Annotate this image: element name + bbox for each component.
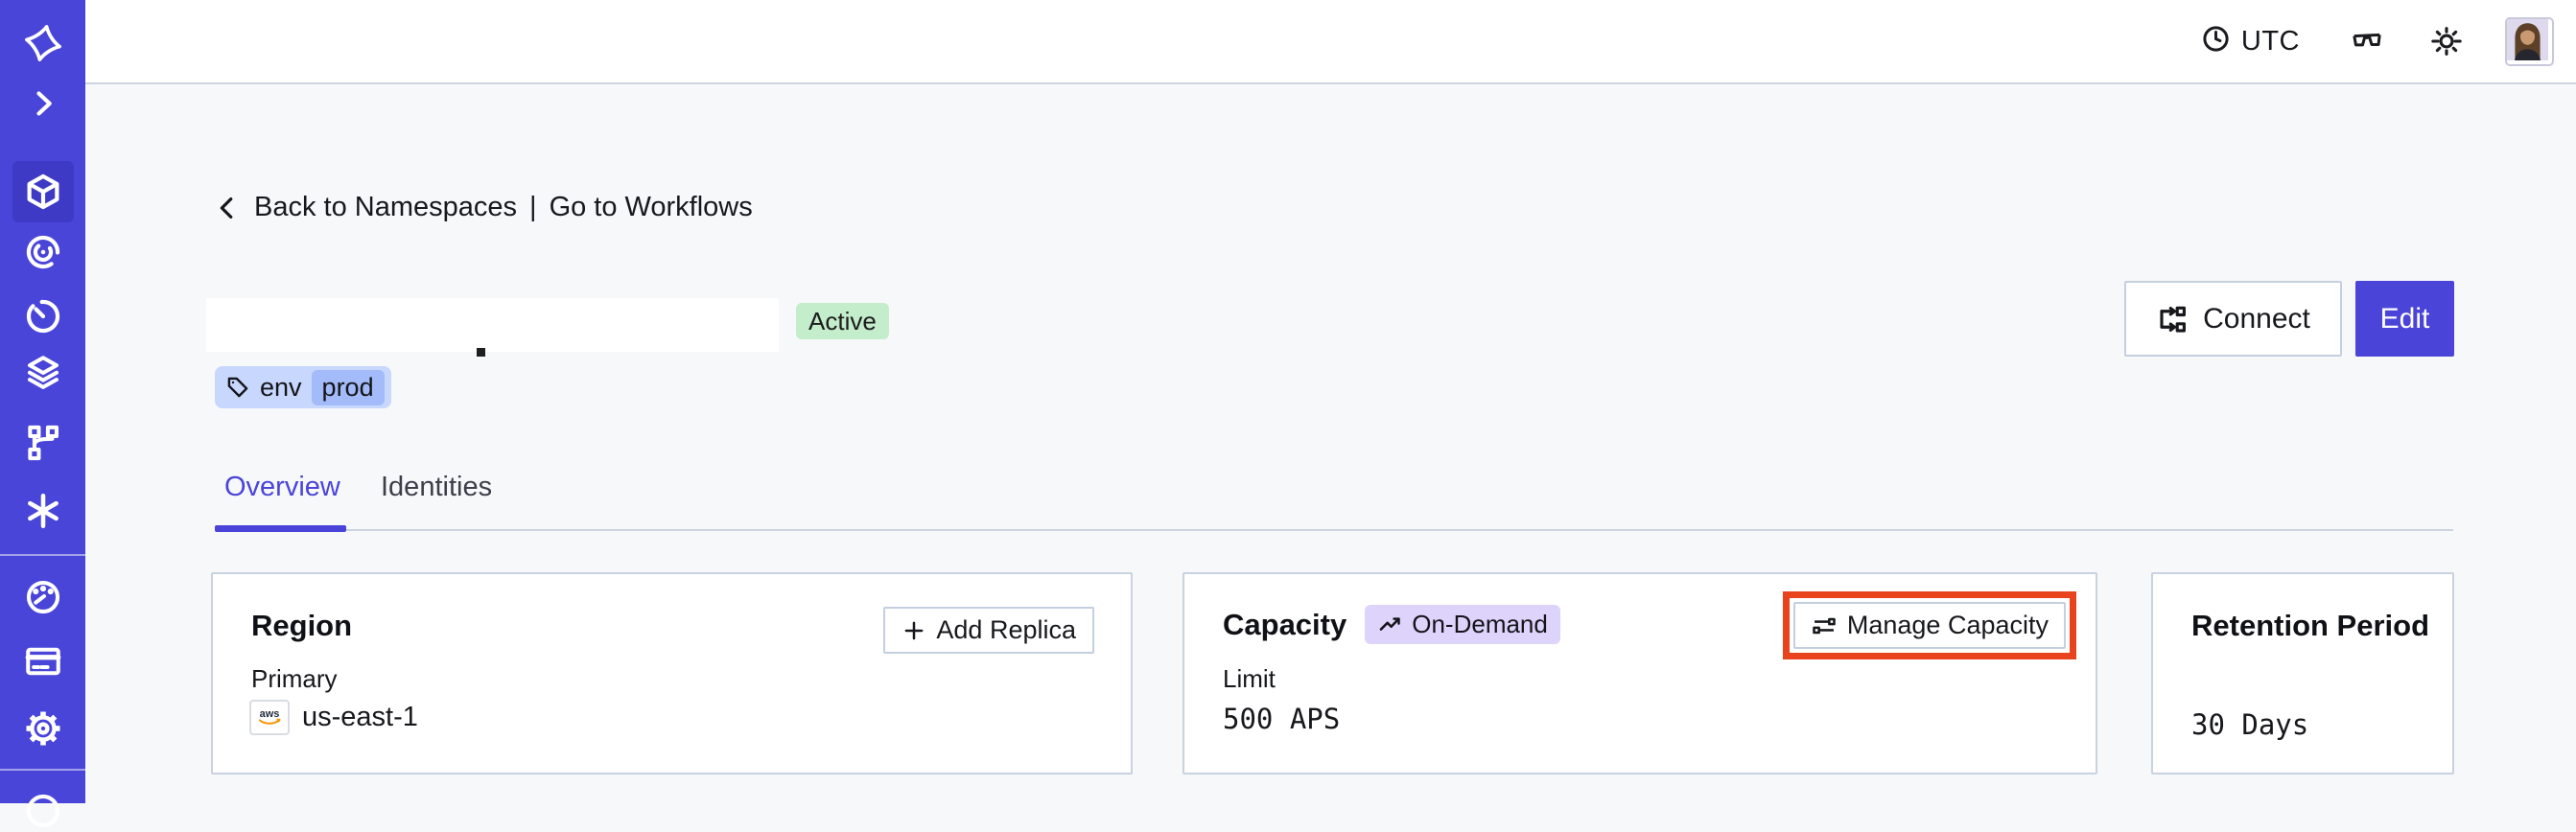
region-card-title: Region — [251, 609, 353, 642]
sidebar-item-usage-gauge-icon[interactable] — [22, 576, 64, 618]
tag-icon — [225, 375, 250, 400]
retention-card: Retention Period 30 Days — [2151, 572, 2454, 774]
plus-icon — [902, 618, 926, 643]
sidebar-item-settings-gear-icon[interactable] — [22, 707, 64, 750]
sidebar-divider — [0, 769, 85, 771]
redaction-artifact-dot — [477, 348, 485, 357]
breadcrumb-separator: | — [529, 192, 537, 222]
main-content: Back to Namespaces | Go to Workflows Act… — [85, 86, 2576, 803]
region-value-row: aws us-east-1 — [249, 700, 418, 735]
connect-flow-icon — [2156, 302, 2190, 336]
capacity-card: Capacity On-Demand — [1183, 572, 2097, 774]
sidebar-item-branch-icon[interactable] — [22, 422, 64, 464]
sidebar-nav — [0, 0, 85, 828]
brightness-icon[interactable] — [2430, 25, 2463, 58]
sidebar-item-asterisk-icon[interactable] — [22, 490, 64, 532]
breadcrumb-back-link[interactable]: Back to Namespaces — [254, 192, 518, 222]
tabs-baseline — [215, 529, 2453, 531]
svg-text:aws: aws — [260, 708, 280, 720]
add-replica-label: Add Replica — [936, 615, 1076, 644]
on-demand-badge: On-Demand — [1365, 605, 1560, 644]
timezone-selector[interactable]: UTC — [2201, 24, 2300, 58]
user-avatar[interactable] — [2505, 16, 2554, 66]
glasses-icon[interactable] — [2350, 24, 2384, 58]
sidebar-expand-chevron-icon[interactable] — [22, 82, 64, 125]
add-replica-button[interactable]: Add Replica — [883, 607, 1094, 654]
sliders-icon — [1811, 612, 1838, 639]
sidebar-item-timer-icon[interactable] — [22, 295, 64, 337]
tag-value-label: prod — [311, 369, 385, 405]
connect-button[interactable]: Connect — [2124, 281, 2342, 357]
back-chevron-icon[interactable] — [213, 194, 242, 222]
breadcrumb: Back to Namespaces | Go to Workflows — [213, 192, 753, 223]
manage-capacity-label: Manage Capacity — [1846, 611, 2049, 639]
retention-value: 30 Days — [2191, 708, 2309, 741]
sidebar-divider — [0, 554, 85, 556]
region-card: Region Add Replica Primary aws us-east-1 — [211, 572, 1133, 774]
sidebar-item-partial-circle-icon[interactable] — [22, 790, 64, 832]
edit-button-label: Edit — [2379, 302, 2430, 335]
sidebar-item-namespaces-cube-icon[interactable] — [22, 171, 64, 213]
breadcrumb-workflows-link[interactable]: Go to Workflows — [549, 192, 753, 222]
aws-logo-icon: aws — [249, 700, 290, 735]
sidebar-item-billing-card-icon[interactable] — [22, 640, 64, 682]
trending-up-icon — [1377, 612, 1403, 637]
topbar: UTC — [85, 0, 2576, 84]
region-field-label: Primary — [251, 664, 338, 693]
clock-icon — [2201, 24, 2231, 58]
retention-card-title: Retention Period — [2191, 609, 2430, 642]
active-tab-underline — [215, 525, 346, 532]
namespace-tag-chip[interactable]: env prod — [215, 366, 391, 408]
region-value: us-east-1 — [302, 702, 418, 732]
timezone-label: UTC — [2240, 25, 2300, 57]
sidebar-item-swirl-icon[interactable] — [22, 231, 64, 273]
capacity-field-label: Limit — [1223, 664, 1276, 693]
namespace-title-redaction — [206, 298, 779, 352]
tab-identities[interactable]: Identities — [381, 472, 493, 502]
red-highlight-annotation: Manage Capacity — [1782, 591, 2076, 659]
capacity-value: 500 APS — [1223, 703, 1341, 735]
tag-key-label: env — [260, 372, 302, 402]
manage-capacity-button[interactable]: Manage Capacity — [1792, 602, 2066, 649]
on-demand-label: On-Demand — [1412, 610, 1548, 638]
sidebar-item-layers-icon[interactable] — [22, 351, 64, 393]
temporal-logo[interactable] — [22, 22, 64, 64]
status-badge: Active — [796, 303, 889, 339]
connect-button-label: Connect — [2203, 302, 2310, 335]
edit-button[interactable]: Edit — [2355, 281, 2454, 357]
capacity-card-title: Capacity — [1223, 607, 1347, 641]
tab-overview[interactable]: Overview — [224, 472, 340, 502]
